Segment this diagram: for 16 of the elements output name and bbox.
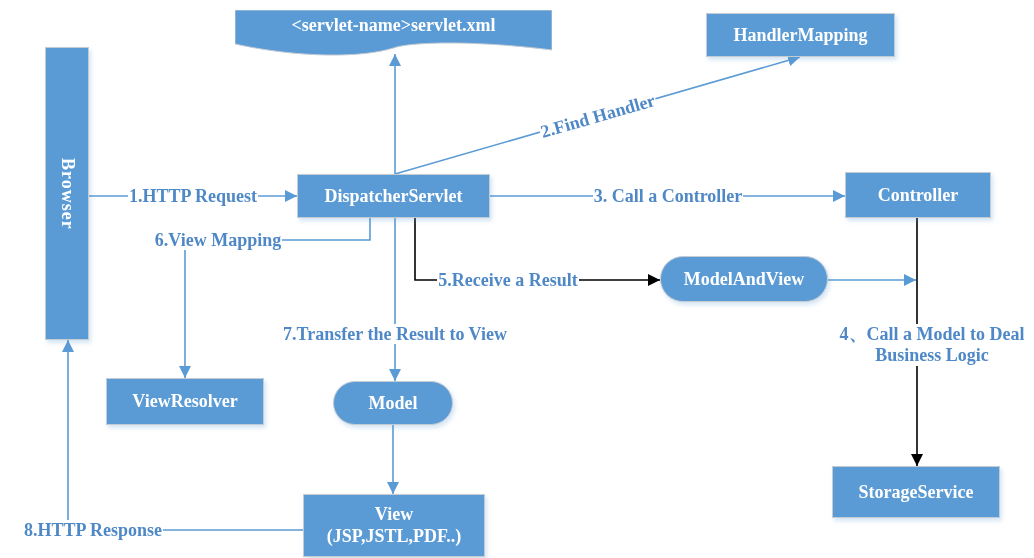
rounded-box: Model bbox=[333, 381, 453, 425]
arrow bbox=[389, 53, 401, 175]
arrow bbox=[827, 274, 917, 286]
arrow bbox=[387, 424, 399, 495]
process-box: ViewResolver bbox=[106, 378, 264, 425]
process-box: DispatcherServlet bbox=[297, 174, 490, 218]
rounded-box: ModelAndView bbox=[660, 256, 828, 302]
process-box: Controller bbox=[845, 172, 991, 218]
edge-label: 8.HTTP Response bbox=[23, 519, 163, 541]
arrow bbox=[389, 217, 401, 382]
process-box: View (JSP,JSTL,PDF..) bbox=[303, 494, 485, 557]
document-shape: <servlet-name>servlet.xml bbox=[235, 10, 552, 56]
edge-label: 7.Transfer the Result to View bbox=[282, 323, 508, 345]
process-box: HandlerMapping bbox=[706, 13, 895, 57]
process-box: StorageService bbox=[832, 466, 1000, 518]
process-box: Browser bbox=[45, 47, 89, 340]
